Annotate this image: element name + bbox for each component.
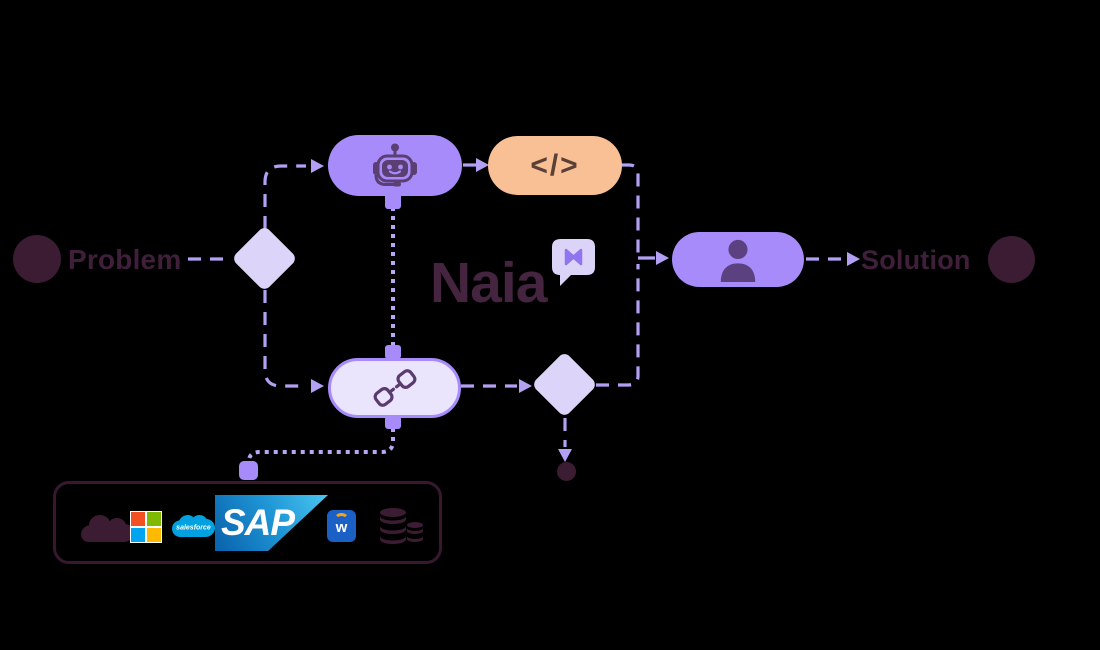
workday-label: w	[335, 519, 348, 536]
arrowhead	[656, 251, 669, 265]
code-icon: </>	[530, 148, 580, 182]
microsoft-square-blue	[131, 528, 145, 542]
integrations-port	[239, 461, 258, 480]
microsoft-square-red	[131, 512, 145, 526]
solution-label: Solution	[861, 245, 971, 275]
reject-end-node	[557, 462, 576, 481]
person-icon	[717, 238, 759, 282]
cloud-icon	[80, 515, 135, 542]
connector-bottom-port	[385, 416, 401, 429]
ai-agent-node	[328, 135, 462, 196]
salesforce-label: salesforce	[176, 525, 211, 532]
start-node	[13, 235, 61, 283]
end-node	[988, 236, 1035, 283]
edge-decision2-up	[596, 264, 640, 387]
human-node	[672, 232, 804, 287]
sap-label: SAP	[221, 502, 295, 543]
arrowhead	[311, 379, 324, 393]
arrowhead	[558, 449, 572, 462]
microsoft-square-yellow	[147, 528, 161, 542]
arrowhead	[519, 379, 532, 393]
chat-bubble-bowtie-icon	[549, 237, 597, 287]
connector-top-port	[385, 345, 401, 359]
workday-arc-icon	[334, 513, 349, 526]
edge-code-down	[621, 163, 640, 253]
integrations-box: salesforce SAP w	[53, 481, 442, 564]
edge-decision1-to-connector	[263, 290, 306, 388]
arrowhead	[311, 159, 324, 173]
chain-link-icon	[372, 367, 418, 409]
problem-label: Problem	[68, 244, 182, 275]
integration-connector-node	[328, 358, 461, 418]
brand-wordmark: Naia	[430, 251, 547, 315]
agent-port	[385, 193, 401, 209]
robot-icon	[369, 143, 421, 189]
microsoft-square-green	[147, 512, 161, 526]
edge-decision1-to-agent	[263, 164, 306, 229]
salesforce-logo: salesforce	[171, 513, 216, 543]
edge-connector-to-integrations-dotted	[247, 428, 395, 462]
microsoft-logo	[130, 511, 162, 543]
sap-logo: SAP	[215, 495, 328, 551]
code-node: </>	[488, 136, 622, 195]
workday-logo: w	[327, 510, 356, 542]
arrowhead	[847, 252, 860, 266]
arrowhead	[476, 158, 489, 172]
database-icon	[378, 508, 424, 547]
